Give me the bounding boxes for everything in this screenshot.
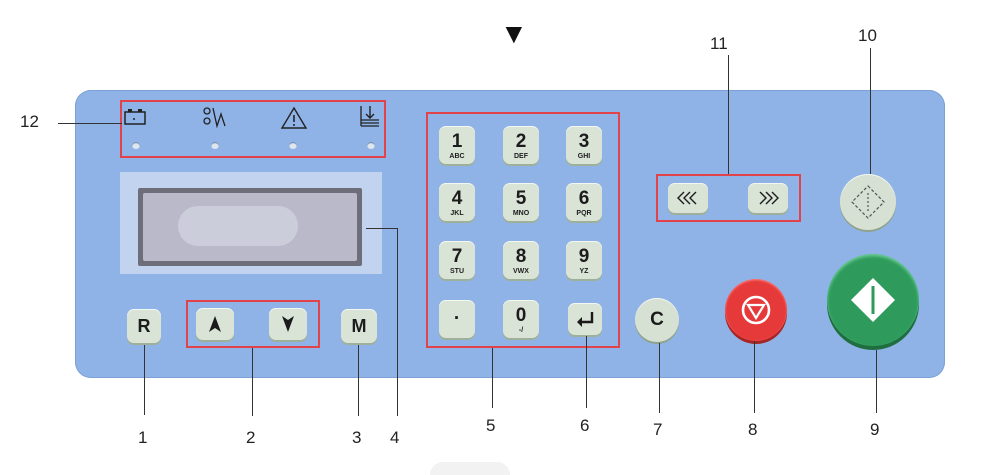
key-7-num: 7 bbox=[451, 246, 463, 267]
start-icon bbox=[851, 278, 895, 322]
arrow-up-icon bbox=[209, 316, 221, 332]
start-button[interactable] bbox=[827, 254, 919, 346]
key-6-num: 6 bbox=[578, 188, 590, 209]
leader-1 bbox=[144, 345, 145, 415]
key-1-num: 1 bbox=[451, 131, 463, 152]
key-5-sub: MNO bbox=[512, 210, 530, 217]
leader-12 bbox=[58, 123, 122, 124]
key-8-sub: VWX bbox=[513, 268, 529, 275]
key-0-sub: -/ bbox=[518, 327, 524, 334]
control-panel: R M 1 ABC 2 DEF 3 GHI 4 JKL 5 MNO 6 PQR bbox=[75, 90, 945, 378]
rewind-button[interactable] bbox=[668, 183, 708, 213]
callout-11: 11 bbox=[710, 34, 728, 53]
led-warning bbox=[289, 142, 297, 149]
key-dot-num: · bbox=[453, 308, 461, 329]
leader-7 bbox=[659, 343, 660, 413]
status-indicator-group bbox=[120, 100, 386, 158]
key-2-num: 2 bbox=[515, 131, 527, 152]
key-9-sub: YZ bbox=[579, 268, 589, 275]
key-7[interactable]: 7 STU bbox=[439, 241, 475, 279]
key-6-sub: PQR bbox=[576, 210, 592, 217]
key-2[interactable]: 2 DEF bbox=[503, 126, 539, 164]
callout-4: 4 bbox=[390, 428, 400, 447]
tool-wave-icon bbox=[203, 107, 226, 129]
callout-1: 1 bbox=[138, 428, 148, 447]
leader-5 bbox=[492, 348, 493, 408]
callout-3: 3 bbox=[352, 428, 362, 447]
stop-button[interactable] bbox=[725, 279, 787, 341]
navigation-group bbox=[186, 300, 320, 348]
led-tool bbox=[211, 142, 219, 149]
download-icon bbox=[360, 106, 379, 127]
callout-2: 2 bbox=[246, 428, 256, 447]
rewind-icon bbox=[677, 191, 697, 205]
key-0[interactable]: 0 -/ bbox=[503, 300, 539, 338]
leader-9 bbox=[876, 350, 877, 413]
key-4[interactable]: 4 JKL bbox=[439, 183, 475, 221]
key-4-sub: JKL bbox=[450, 210, 464, 217]
leader-6 bbox=[586, 336, 587, 408]
key-9-num: 9 bbox=[578, 246, 590, 267]
key-3[interactable]: 3 GHI bbox=[566, 126, 602, 164]
keypad-group bbox=[426, 112, 620, 348]
diamond-icon bbox=[851, 185, 885, 219]
leader-4-v bbox=[397, 228, 398, 416]
key-4-num: 4 bbox=[451, 188, 463, 209]
leader-3 bbox=[358, 345, 359, 416]
fast-forward-icon bbox=[759, 191, 779, 205]
key-3-num: 3 bbox=[578, 131, 590, 152]
callout-9: 9 bbox=[870, 420, 880, 439]
key-8[interactable]: 8 VWX bbox=[503, 241, 539, 279]
warning-icon bbox=[280, 106, 308, 129]
arrow-down-icon bbox=[282, 316, 294, 332]
key-9[interactable]: 9 YZ bbox=[566, 241, 602, 279]
key-6[interactable]: 6 PQR bbox=[566, 183, 602, 221]
key-3-sub: GHI bbox=[577, 153, 591, 160]
menu-button-label: M bbox=[351, 316, 367, 336]
leader-2 bbox=[252, 348, 253, 416]
lcd-screen bbox=[138, 188, 362, 266]
leader-8 bbox=[754, 341, 755, 413]
key-7-sub: STU bbox=[450, 268, 464, 275]
led-download bbox=[367, 142, 375, 149]
bottom-shadow bbox=[430, 462, 510, 475]
callout-7: 7 bbox=[653, 420, 663, 439]
key-8-num: 8 bbox=[515, 246, 527, 267]
leader-4-h bbox=[366, 228, 398, 229]
fast-forward-button[interactable] bbox=[748, 183, 788, 213]
key-5[interactable]: 5 MNO bbox=[503, 183, 539, 221]
clear-button-label: C bbox=[650, 309, 664, 330]
reset-button[interactable]: R bbox=[127, 309, 161, 343]
key-2-sub: DEF bbox=[514, 153, 528, 160]
leader-11 bbox=[728, 55, 729, 174]
callout-10: 10 bbox=[858, 26, 877, 45]
down-button[interactable] bbox=[269, 308, 307, 340]
callout-12: 12 bbox=[20, 112, 39, 131]
callout-8: 8 bbox=[748, 420, 758, 439]
key-1-sub: ABC bbox=[449, 153, 465, 160]
key-0-num: 0 bbox=[515, 305, 527, 326]
leader-10 bbox=[870, 48, 871, 174]
top-marker: ▼ bbox=[500, 18, 528, 49]
clear-button[interactable]: C bbox=[635, 298, 679, 342]
key-dot[interactable]: · bbox=[439, 300, 475, 338]
stop-icon bbox=[741, 295, 771, 325]
jog-button[interactable] bbox=[840, 174, 896, 230]
menu-button[interactable]: M bbox=[341, 309, 377, 343]
led-battery bbox=[132, 142, 140, 149]
callout-5: 5 bbox=[486, 416, 496, 435]
key-5-num: 5 bbox=[515, 188, 527, 209]
callout-6: 6 bbox=[580, 416, 590, 435]
scroll-group bbox=[656, 174, 801, 222]
enter-icon bbox=[577, 312, 594, 327]
reset-button-label: R bbox=[137, 316, 151, 336]
key-1[interactable]: 1 ABC bbox=[439, 126, 475, 164]
enter-button[interactable] bbox=[568, 303, 602, 335]
battery-icon bbox=[124, 109, 146, 125]
up-button[interactable] bbox=[196, 308, 234, 340]
